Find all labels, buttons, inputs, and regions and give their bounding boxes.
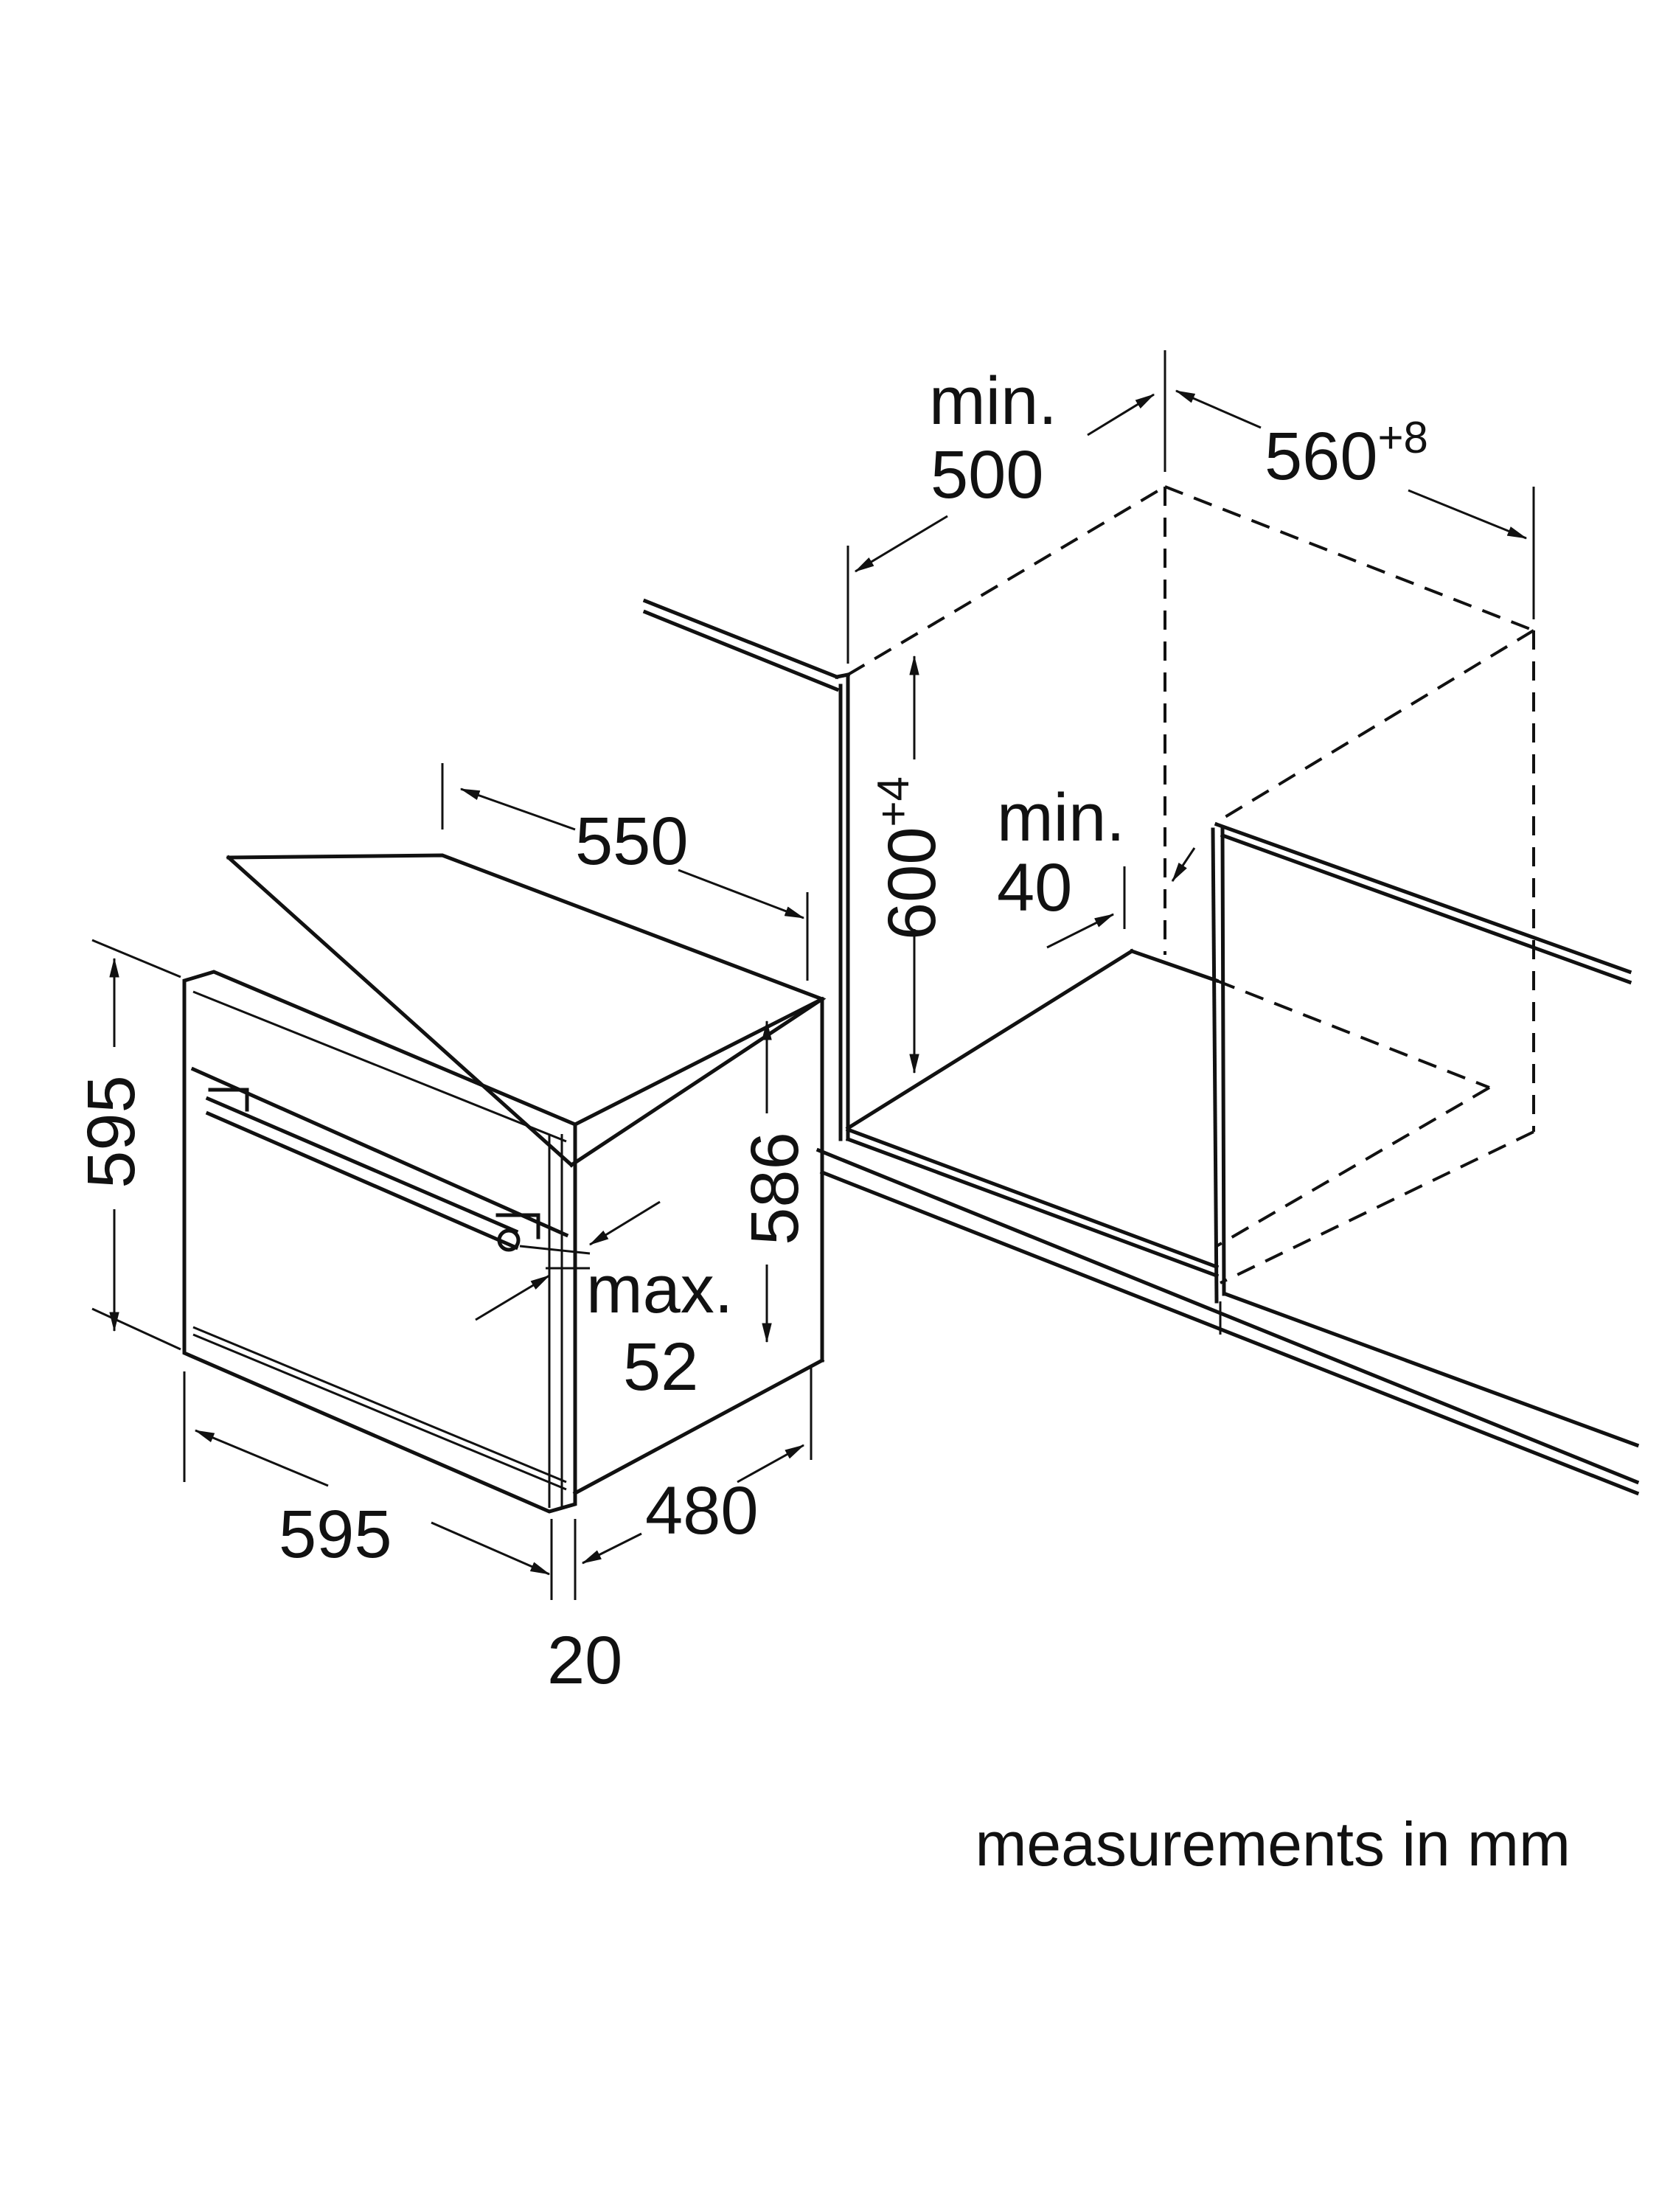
oven-body-depth-label: 480 <box>645 1473 759 1548</box>
niche-drawing <box>642 485 1640 1496</box>
niche-side-gap-value: 40 <box>997 850 1072 925</box>
oven-height-label: 595 <box>74 1075 149 1189</box>
oven-handle-clearance-prefix: max. <box>586 1252 733 1327</box>
niche-width-base: 560 <box>1265 419 1378 494</box>
niche-height-base: 600 <box>874 827 950 941</box>
niche-width-tolerance: +8 <box>1378 413 1428 462</box>
niche-height-tolerance: +4 <box>869 776 918 827</box>
niche-width-label: 560+8 <box>1265 413 1428 494</box>
oven-handle-clearance-value: 52 <box>623 1329 698 1405</box>
oven-body-height-label: 586 <box>737 1132 813 1245</box>
niche-height-label: 600+4 <box>869 776 950 940</box>
niche-side-gap-prefix: min. <box>997 780 1125 855</box>
units-note: measurements in mm <box>975 1809 1571 1879</box>
niche-depth-prefix: min. <box>929 364 1057 439</box>
oven-width-label: 595 <box>279 1497 392 1572</box>
oven-depth-label: 550 <box>575 804 689 879</box>
oven-drawing <box>182 853 827 1514</box>
niche-dimensions <box>846 350 1535 1074</box>
oven-dimensions <box>91 763 813 1600</box>
niche-depth-value: 500 <box>931 437 1044 512</box>
oven-front-thickness-label: 20 <box>547 1623 622 1698</box>
oven-handle <box>205 1088 540 1252</box>
